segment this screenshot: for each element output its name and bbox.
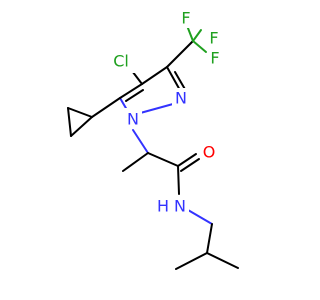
bond-nh-ch2 xyxy=(187,209,213,225)
bond-cf3-f2 xyxy=(192,29,202,42)
bond-c5-c4-b xyxy=(125,89,144,102)
bond-co-nh xyxy=(177,165,180,195)
bond-ch-co xyxy=(147,152,179,167)
bond-co-o-b xyxy=(180,158,200,172)
bond-ch2-ch xyxy=(206,223,213,254)
bond-cp-a xyxy=(67,107,93,118)
bond-ch-me2 xyxy=(206,252,239,269)
bond-cf3-f3 xyxy=(192,40,207,53)
oxygen-label: O xyxy=(203,143,216,162)
bond-ch-me xyxy=(122,152,149,172)
bond-co-o-a xyxy=(177,153,197,167)
chlorine-label: Cl xyxy=(113,52,129,71)
bond-ch-me1 xyxy=(175,252,208,270)
ring-nitrogen-sub-label: N xyxy=(127,110,139,129)
bond-c3-n2-b xyxy=(174,71,187,92)
bond-c4-c3 xyxy=(141,66,168,85)
bond-c5-c4 xyxy=(119,83,143,99)
fluorine-label-1: F xyxy=(181,9,190,28)
atom-labels: Cl F F F N N O N H xyxy=(108,8,223,216)
fluorine-label-3: F xyxy=(210,49,219,68)
bonds xyxy=(67,22,239,270)
bond-c3-cf3 xyxy=(166,40,194,68)
bond-n1-ch xyxy=(132,129,149,154)
molecule-structure: Cl F F F N N O N H xyxy=(67,8,239,270)
bond-c5-cp xyxy=(91,97,121,118)
fluorine-label-2: F xyxy=(209,29,218,48)
bond-cp-b xyxy=(70,116,93,137)
bond-c3-n2 xyxy=(166,66,182,93)
ring-nitrogen-label: N xyxy=(175,89,187,108)
bond-cp-c xyxy=(67,107,72,137)
amide-hydrogen-label: H xyxy=(157,197,169,216)
amide-nitrogen-label: N xyxy=(174,197,186,216)
